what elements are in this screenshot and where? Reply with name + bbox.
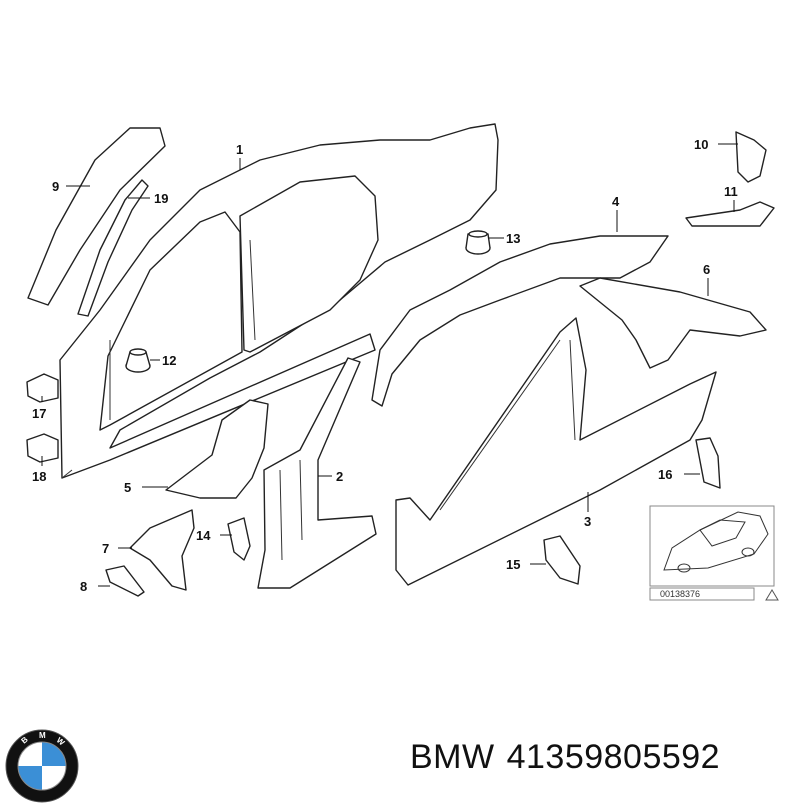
brand-name: BMW <box>410 738 495 776</box>
svg-text:B: B <box>20 735 30 746</box>
part-number: 41359805592 <box>506 738 721 776</box>
part-14-bracket <box>227 517 251 561</box>
part-5-inner-panel <box>165 399 269 499</box>
callout-15: 15 <box>506 557 520 572</box>
callout-5: 5 <box>124 480 131 495</box>
part-9-pillar <box>27 127 166 306</box>
part-16-plate <box>695 437 721 489</box>
bmw-roundel-icon: B M W <box>5 729 79 803</box>
part-7-bracket <box>129 509 195 591</box>
part-2-b-pillar <box>257 357 377 589</box>
callout-2: 2 <box>336 469 343 484</box>
callout-9: 9 <box>52 179 59 194</box>
part-13-plug <box>465 230 491 255</box>
part-12-plug <box>125 348 151 373</box>
leader-lines <box>41 143 738 587</box>
callout-6: 6 <box>703 262 710 277</box>
part-10-bracket <box>735 131 767 183</box>
callout-18: 18 <box>32 469 46 484</box>
part-6-bracket <box>579 277 767 369</box>
part-label: BMW 41359805592 <box>410 738 732 777</box>
callout-13: 13 <box>506 231 520 246</box>
callout-19: 19 <box>154 191 168 206</box>
part-1-side-frame <box>59 123 499 479</box>
callout-12: 12 <box>162 353 176 368</box>
svg-text:W: W <box>55 736 67 748</box>
part-4-roof-rail <box>371 235 669 407</box>
callout-14: 14 <box>196 528 211 543</box>
callout-16: 16 <box>658 467 672 482</box>
reference-inset: 00138376 <box>649 505 779 601</box>
callout-8: 8 <box>80 579 87 594</box>
part-18-bracket <box>26 433 59 463</box>
part-3-inner-side-frame <box>395 317 717 586</box>
part-19-strip <box>77 179 149 317</box>
reference-number: 00138376 <box>660 589 700 599</box>
callout-17: 17 <box>32 406 46 421</box>
part-15-plate <box>543 535 581 585</box>
part-17-bracket <box>26 373 59 403</box>
callout-4: 4 <box>612 194 620 209</box>
callout-10: 10 <box>694 137 708 152</box>
callout-3: 3 <box>584 514 591 529</box>
callout-7: 7 <box>102 541 109 556</box>
part-11-bar <box>685 201 775 227</box>
part-8-plate <box>105 565 145 597</box>
callout-1: 1 <box>236 142 243 157</box>
warning-triangle-icon <box>765 589 779 601</box>
car-thumbnail <box>663 511 769 573</box>
callout-11: 11 <box>724 184 738 199</box>
svg-text:M: M <box>39 731 46 740</box>
